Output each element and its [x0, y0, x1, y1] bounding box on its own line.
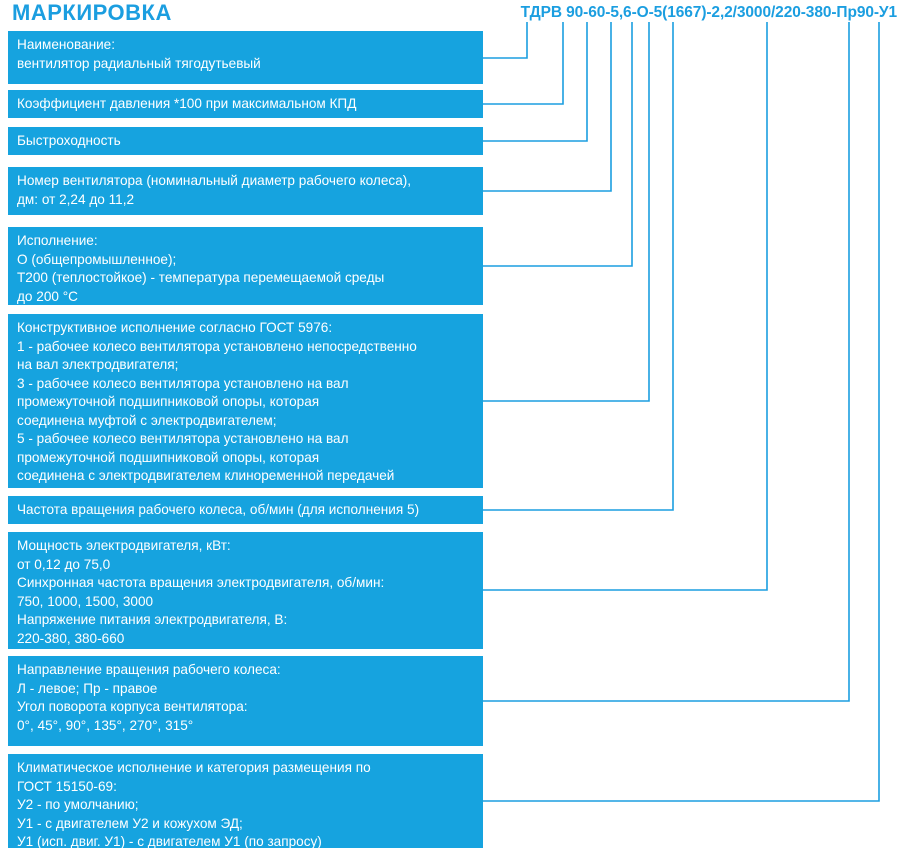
marking-code: ТДРВ 90-60-5,6-О-5(1667)-2,2/3000/220-38… [520, 4, 897, 21]
connector-ispolnenie [483, 22, 633, 267]
legend-box-konstruktivnoe-ispolnenie: Конструктивное исполнение согласно ГОСТ … [8, 314, 483, 488]
legend-box-koeff-davleniya: Коэффициент давления *100 при максимальн… [8, 90, 483, 118]
connector-moshchnost-dvigatelya [483, 22, 768, 591]
legend-box-ispolnenie: Исполнение: О (общепромышленное); Т200 (… [8, 227, 483, 305]
page-title: МАРКИРОВКА [12, 0, 172, 25]
connector-naimenovanie [483, 22, 528, 59]
legend-box-klimaticheskoe-ispolnenie: Климатическое исполнение и категория раз… [8, 754, 483, 849]
legend-box-moshchnost-dvigatelya: Мощность электродвигателя, кВт: от 0,12 … [8, 532, 483, 649]
legend-box-naimenovanie: Наименование: вентилятор радиальный тяго… [8, 31, 483, 84]
legend-box-chastota-vrashcheniya: Частота вращения рабочего колеса, об/мин… [8, 496, 483, 524]
connector-konstruktivnoe-ispolnenie [483, 22, 650, 402]
legend-box-nomer-ventilyatora: Номер вентилятора (номинальный диаметр р… [8, 167, 483, 215]
connector-chastota-vrashcheniya [483, 22, 674, 511]
connector-napravlenie-vrashcheniya [483, 22, 850, 702]
connector-koeff-davleniya [483, 22, 564, 105]
connector-nomer-ventilyatora [483, 22, 612, 192]
connector-bystrohodnost [483, 22, 588, 142]
connector-klimaticheskoe-ispolnenie [483, 22, 880, 802]
legend-box-bystrohodnost: Быстроходность [8, 127, 483, 155]
legend-box-napravlenie-vrashcheniya: Направление вращения рабочего колеса: Л … [8, 656, 483, 746]
